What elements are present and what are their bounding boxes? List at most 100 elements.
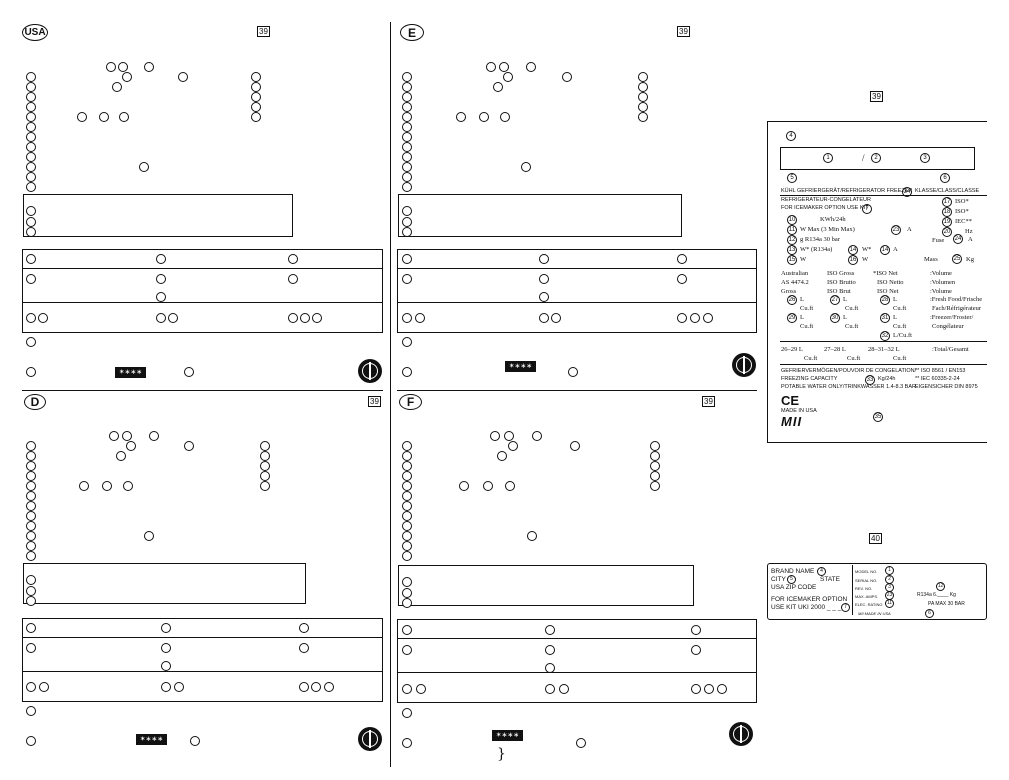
reference-circle (260, 461, 271, 471)
reference-circle (458, 481, 469, 491)
reference-circle (538, 274, 549, 284)
reference-circle (402, 152, 412, 162)
reference-circle (690, 625, 701, 635)
serial-no: SERIAL NO. (855, 578, 878, 583)
reference-circle (402, 254, 413, 264)
iec: IEC** (955, 218, 972, 225)
reference-circle (300, 313, 310, 323)
reference-circle (498, 62, 509, 72)
reference-circle (402, 708, 413, 718)
ref-2: 2 (871, 153, 881, 163)
reference-circle (402, 481, 412, 491)
reference-circle (122, 481, 133, 491)
reference-circle (26, 623, 37, 633)
reference-circle (26, 142, 36, 152)
reference-circle (638, 112, 649, 122)
reference-circle (251, 72, 261, 82)
reference-circle (178, 72, 188, 82)
d-badge: D (24, 394, 46, 410)
reference-circle (402, 598, 412, 608)
gefrier: GEFRIERVERMÖGEN/POUVOIR DE CONGELATION/ (781, 368, 917, 374)
reference-circle (520, 162, 531, 172)
ref-6: 6 (940, 173, 950, 183)
usa-table (22, 249, 383, 333)
f-table-rule (397, 638, 757, 639)
reference-circle (402, 521, 412, 531)
brand-logo-icon (729, 722, 753, 746)
reference-circle (26, 274, 36, 284)
ref-35: 35 (873, 412, 883, 422)
iso-netto: ISO Netto (877, 279, 904, 286)
reference-circle (26, 82, 36, 92)
ref-15: 15 (787, 255, 797, 265)
reference-circle (161, 682, 172, 692)
freezing-capacity: FREEZING CAPACITY (781, 376, 838, 382)
ref-4: 4 (786, 131, 796, 141)
ref-6: 6 (925, 609, 934, 618)
reference-circle (106, 62, 116, 72)
reference-circle (402, 551, 412, 561)
reference-circle (538, 292, 549, 302)
reference-circle (402, 313, 413, 323)
reference-circle (173, 682, 184, 692)
reference-circle (109, 431, 120, 441)
reference-circle (402, 441, 412, 451)
cuft-4: Cu.ft (800, 323, 814, 330)
iso-brutto: ISO Brutto (827, 279, 856, 286)
reference-circle (99, 112, 109, 122)
fuse: Fuse (932, 237, 945, 244)
mass: Mass (924, 256, 938, 263)
ref-30: 30 (830, 313, 840, 323)
plate-rule (780, 341, 987, 342)
cuft-c: Cu.ft (893, 355, 907, 362)
state: STATE (820, 576, 840, 583)
l-6: L (893, 314, 897, 321)
freezer-froster: :Freezer/Froster/ (930, 314, 974, 321)
reference-circle (402, 461, 412, 471)
ref-3: 3 (920, 153, 930, 163)
reference-circle (311, 682, 322, 692)
ref-1: 1 (885, 566, 894, 575)
reference-circle (38, 313, 48, 323)
reference-circle (545, 684, 556, 694)
reference-circle (26, 491, 36, 501)
reference-circle (649, 451, 660, 461)
volume-1: :Volume (930, 270, 952, 277)
e-badge: E (400, 24, 424, 41)
reference-circle (38, 682, 49, 692)
reference-circle (402, 102, 412, 112)
eigensicher: EIGENSICHER DIN 8975 (915, 384, 978, 390)
klasse: KLASSE/CLASS/CLASSE (915, 188, 980, 194)
reference-circle (26, 736, 37, 746)
ref-18: 18 (942, 207, 952, 217)
reference-circle (649, 461, 660, 471)
reference-circle (402, 162, 412, 172)
as-4474: AS 4474.2 (781, 279, 809, 286)
f-table (397, 619, 757, 703)
reference-circle (402, 142, 412, 152)
reference-circle (26, 92, 36, 102)
e-table (397, 249, 757, 333)
brand-logo-icon (358, 727, 382, 751)
cuft-2: Cu.ft (845, 305, 859, 312)
reference-circle (126, 441, 136, 451)
elec-rating: ELEC. RATING (855, 602, 883, 607)
reference-circle (702, 313, 713, 323)
kwh: KWh/24h (820, 216, 846, 223)
l-cuft: L/Cu.ft (893, 332, 912, 339)
reference-circle (251, 92, 261, 102)
reference-circle (415, 684, 426, 694)
reference-circle (690, 684, 701, 694)
reference-circle (402, 216, 412, 227)
australian: Australian (781, 270, 809, 277)
ref-23: 23 (891, 225, 901, 235)
section-rule (397, 390, 757, 391)
reference-circle (508, 441, 518, 451)
reference-circle (26, 122, 36, 132)
icemaker-option: FOR ICEMAKER OPTION (771, 596, 848, 603)
f-table-rule (397, 672, 757, 673)
kg-24h: Kg/24h (878, 376, 896, 382)
reference-circle (298, 623, 309, 633)
reference-circle (538, 313, 549, 323)
ref-28: 28 (880, 295, 890, 305)
